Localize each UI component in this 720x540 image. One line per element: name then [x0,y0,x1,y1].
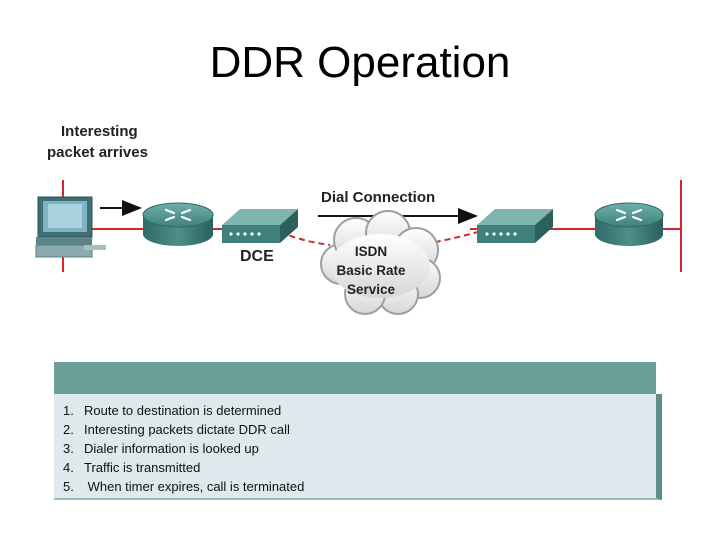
isdn-cloud-label: ISDN Basic Rate Service [328,242,414,299]
steps-list: 1.Route to destination is determined 2.I… [63,401,304,496]
steps-panel-header [54,362,656,394]
interesting-packet-label-line2: packet arrives [47,144,148,161]
page-title: DDR Operation [209,38,511,87]
steps-panel-body [54,394,662,500]
right-dce-device-icon [477,209,553,243]
interesting-packet-label: Interesting packet arrives [47,121,148,163]
cloud-label-line1: ISDN [354,244,388,259]
dial-connection-label: Dial Connection [321,189,436,206]
interesting-packet-label-line1: Interesting [61,123,138,140]
right-router-icon [594,202,664,246]
left-router-icon [142,202,214,246]
step-item: 2.Interesting packets dictate DDR call [63,422,290,437]
steps-panel: 1.Route to destination is determined 2.I… [54,362,662,502]
step-item: 4.Traffic is transmitted [63,460,201,475]
step-item: 3.Dialer information is looked up [63,441,259,456]
dce-label: DCE [240,248,274,265]
cloud-label-line3: Service [346,282,396,297]
step-item: 5. When timer expires, call is terminate… [63,479,305,494]
network-diagram [35,180,682,315]
cloud-label-line2: Basic Rate [336,263,406,278]
step-item: 1.Route to destination is determined [63,403,282,418]
workstation-icon [35,196,106,258]
left-dce-device-icon [222,209,298,243]
isdn-cloud-icon [320,210,441,315]
